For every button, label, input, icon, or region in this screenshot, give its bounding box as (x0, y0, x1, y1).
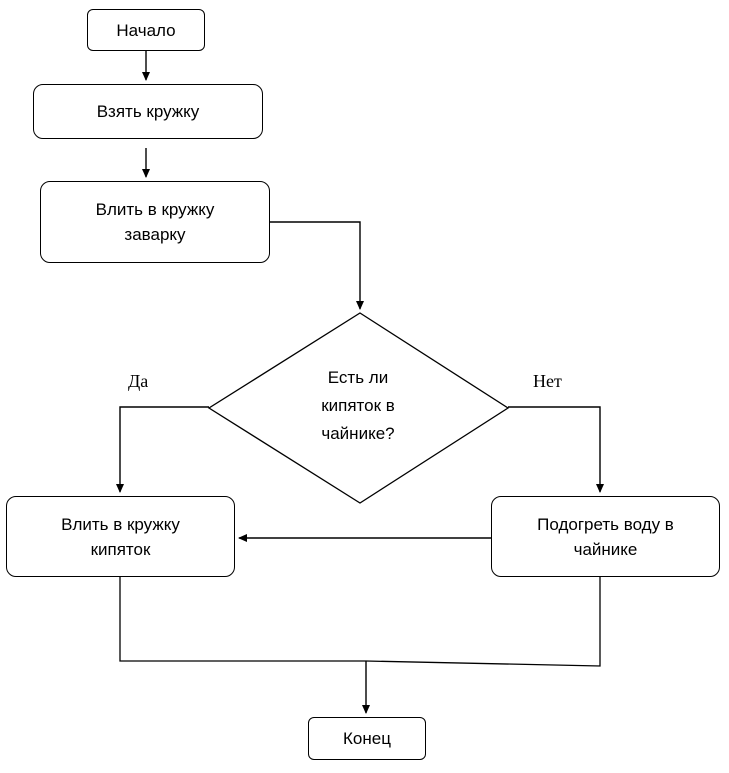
yes-branch-label: Да (128, 371, 149, 391)
pour-brew-node-label: Влить в кружку заварку (95, 200, 215, 244)
heat-water-node-label: Подогреть воду в чайнике (537, 514, 674, 559)
pour-boiling-node-label: Влить в кружку кипяток (61, 514, 180, 559)
heat-water-node: Подогреть воду в чайнике (491, 496, 720, 577)
arrow-no-branch (508, 406, 604, 493)
arrow-pour-brew-to-decision (270, 221, 364, 310)
no-branch-label: Нет (533, 371, 562, 391)
end-node-label: Конец (343, 729, 391, 748)
line-heat-to-merge (365, 577, 601, 667)
decision-diamond (207, 312, 510, 504)
take-mug-node: Взять кружку (33, 84, 263, 139)
arrow-yes-branch (116, 406, 209, 493)
start-node-label: Начало (116, 20, 176, 40)
start-node: Начало (87, 9, 205, 51)
end-node: Конец (308, 717, 426, 760)
pour-boiling-node: Влить в кружку кипяток (6, 496, 235, 577)
line-pour-boiling-to-merge (119, 577, 366, 662)
take-mug-node-label: Взять кружку (96, 102, 200, 121)
decision-label: Есть ли кипяток в чайнике? (321, 368, 395, 443)
pour-brew-node: Влить в кружку заварку (40, 181, 270, 263)
